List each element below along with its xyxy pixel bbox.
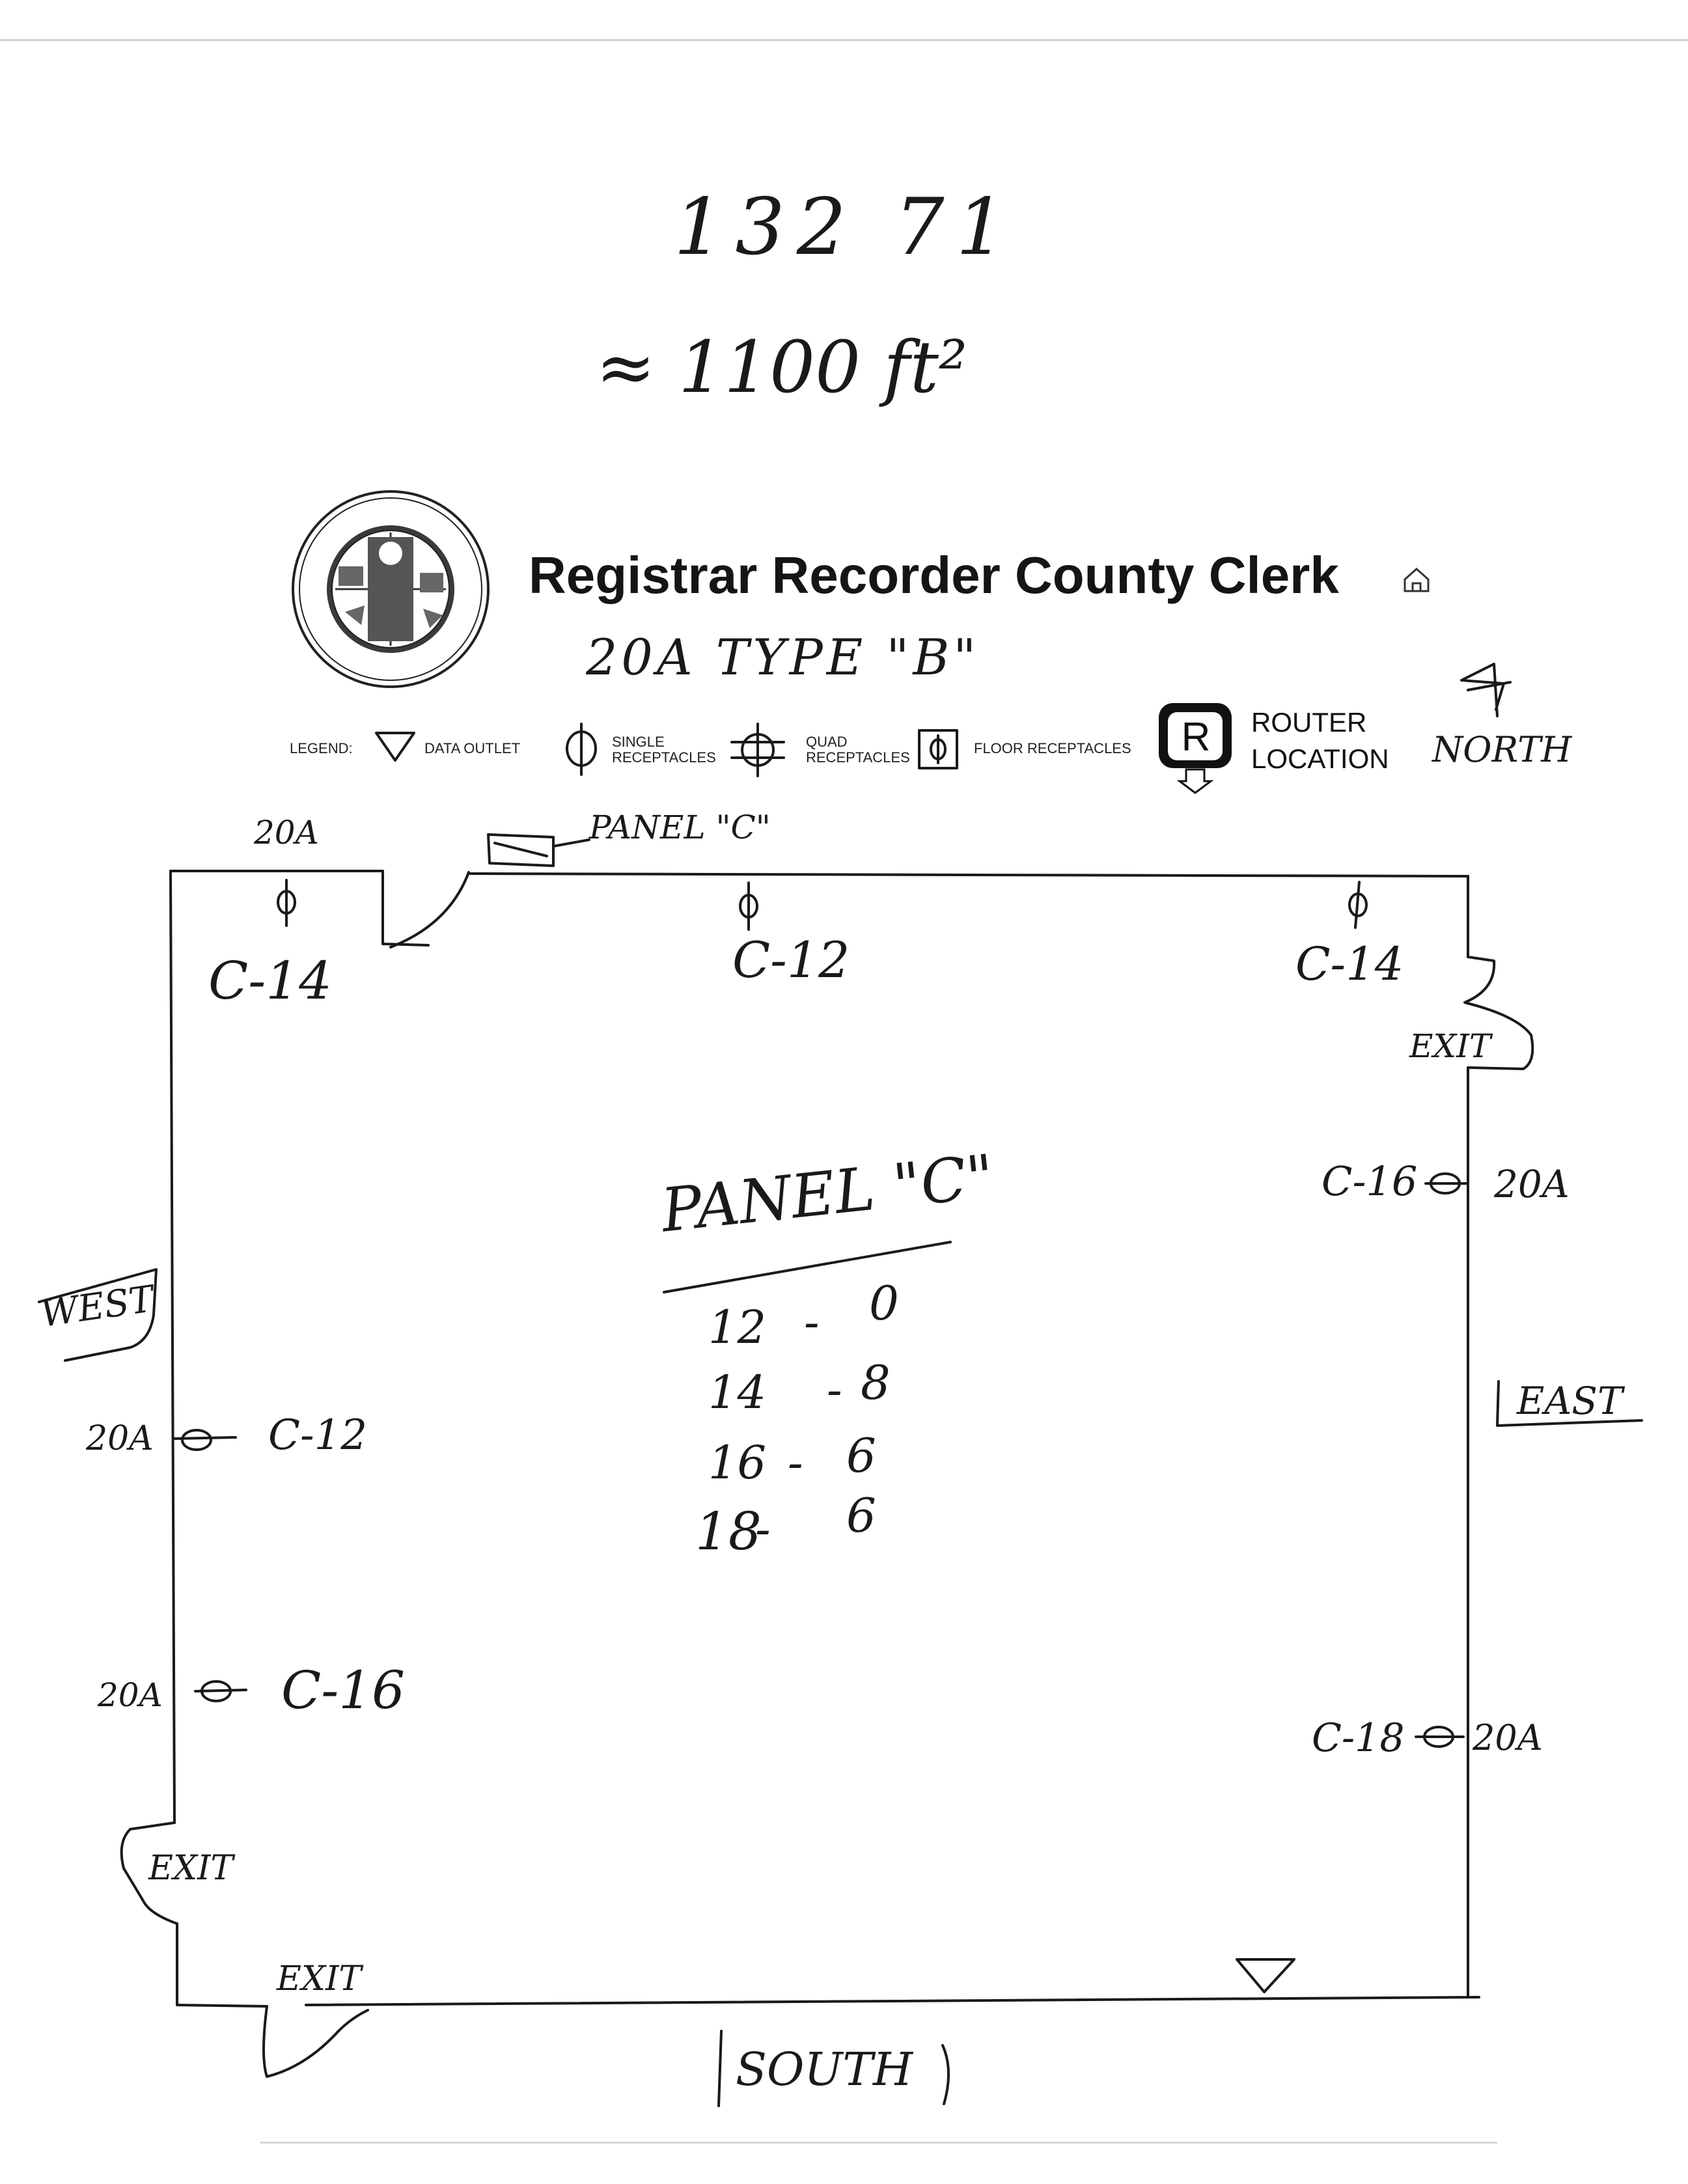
- panel-row-count: 8: [861, 1355, 891, 1410]
- legend-floor-receptacle-icon: [918, 729, 958, 769]
- amp-label-west-lower: 20A: [98, 1676, 163, 1714]
- panel-table-row: 18 - 6: [690, 1488, 924, 1587]
- room-wall-south: [176, 1996, 1480, 2008]
- amp-label-west-upper: 20A: [86, 1419, 154, 1458]
- panel-row-circuit: 18: [695, 1501, 762, 1562]
- panel-row-circuit: 12: [708, 1301, 767, 1354]
- handwritten-note-type: 20A TYPE "B": [586, 628, 980, 686]
- panel-table-row: 14 - 8: [690, 1355, 924, 1441]
- panel-row-count: 6: [846, 1488, 876, 1543]
- panel-marker: [487, 833, 555, 867]
- receptacle-west-upper: [173, 1429, 237, 1451]
- legend-label: LEGEND:: [290, 740, 353, 756]
- exit-bump-east: [1463, 956, 1534, 1070]
- north-arrow-icon: [1460, 663, 1512, 717]
- legend-single-receptacle-label: SINGLE RECEPTACLES: [612, 734, 716, 766]
- panel-table-row: 12 - 0: [690, 1276, 924, 1368]
- direction-label-east: EAST: [1517, 1379, 1623, 1423]
- east-box: [1496, 1380, 1643, 1427]
- receptacle-east-upper: [1424, 1172, 1467, 1195]
- north-label: NORTH: [1432, 729, 1572, 770]
- legend-router-label-line1: ROUTER: [1251, 707, 1367, 738]
- top-left-amp-label: 20A: [254, 814, 319, 851]
- receptacle-top-right: [1348, 881, 1368, 929]
- exit-label-west: EXIT: [148, 1849, 234, 1888]
- legend-single-receptacle-icon: [566, 723, 597, 776]
- circuit-label-top-left: C-14: [208, 950, 333, 1011]
- exit-label-east: EXIT: [1409, 1027, 1491, 1065]
- receptacle-top-left: [277, 879, 296, 927]
- legend-data-outlet-label: DATA OUTLET: [424, 740, 521, 756]
- county-seal: [293, 491, 488, 687]
- panel-row-count: 6: [846, 1428, 876, 1483]
- panel-row-dash: -: [827, 1363, 842, 1417]
- panel-row-count: 0: [869, 1276, 899, 1331]
- router-letter: R: [1181, 715, 1211, 760]
- scan-edge-bottom: [260, 2142, 1497, 2144]
- circuit-label-east-lower: C-18: [1312, 1715, 1405, 1761]
- amp-label-east-lower: 20A: [1473, 1717, 1543, 1758]
- circuit-label-west-lower: C-16: [281, 1660, 406, 1721]
- circuit-label-east-upper: C-16: [1321, 1157, 1418, 1205]
- west-box: [38, 1268, 158, 1362]
- exit-bump-west: [120, 1821, 178, 1925]
- legend-data-outlet-icon: [375, 732, 415, 762]
- legend-router-icon: [1159, 703, 1232, 794]
- scan-edge-top: [0, 39, 1688, 41]
- amp-label-east-upper: 20A: [1494, 1162, 1570, 1206]
- panel-row-circuit: 14: [708, 1366, 767, 1419]
- data-outlet-triangle: [1236, 1958, 1295, 1993]
- circuit-label-top-center: C-12: [732, 931, 850, 989]
- room-wall-west: [169, 870, 178, 2006]
- legend-floor-receptacle-label: FLOOR RECEPTACLES: [974, 740, 1131, 756]
- panel-pointer-line: [552, 838, 590, 848]
- exit-label-south: EXIT: [277, 1959, 362, 1998]
- handwritten-area: ≈ 1100 ft²: [596, 325, 968, 409]
- circuit-label-top-right: C-14: [1295, 937, 1404, 991]
- south-box: [717, 2030, 950, 2107]
- receptacle-top-center: [739, 881, 758, 931]
- panel-pointer-label: PANEL "C": [589, 809, 771, 846]
- direction-label-south: SOUTH: [736, 2043, 913, 2096]
- panel-table-row: 16 - 6: [690, 1428, 924, 1514]
- receptacle-east-lower: [1415, 1726, 1465, 1748]
- page-title: Registrar Recorder County Clerk: [529, 546, 1339, 604]
- legend-router-label-line2: LOCATION: [1251, 743, 1389, 774]
- county-seal-icon: [292, 490, 490, 688]
- panel-row-dash: -: [788, 1436, 803, 1489]
- panel-row-dash: -: [804, 1295, 820, 1349]
- panel-table: 12 - 0 14 - 8 16 - 6 18 - 6: [690, 1276, 924, 1587]
- circuit-label-west-upper: C-12: [268, 1411, 368, 1459]
- legend-quad-receptacle-label: QUAD RECEPTACLES: [806, 734, 910, 766]
- handwritten-code: 132 71: [674, 182, 1017, 273]
- room-wall-north-left: [169, 870, 430, 947]
- panel-table-rule: [663, 1241, 952, 1293]
- exit-bump-southwest: [262, 2005, 369, 2078]
- legend-quad-receptacle-icon: [730, 723, 785, 777]
- panel-row-dash: -: [755, 1502, 771, 1556]
- room-wall-north-right: [467, 872, 1469, 878]
- panel-row-circuit: 16: [708, 1436, 767, 1489]
- door-swing-north: [389, 871, 470, 948]
- receptacle-west-lower: [194, 1680, 247, 1702]
